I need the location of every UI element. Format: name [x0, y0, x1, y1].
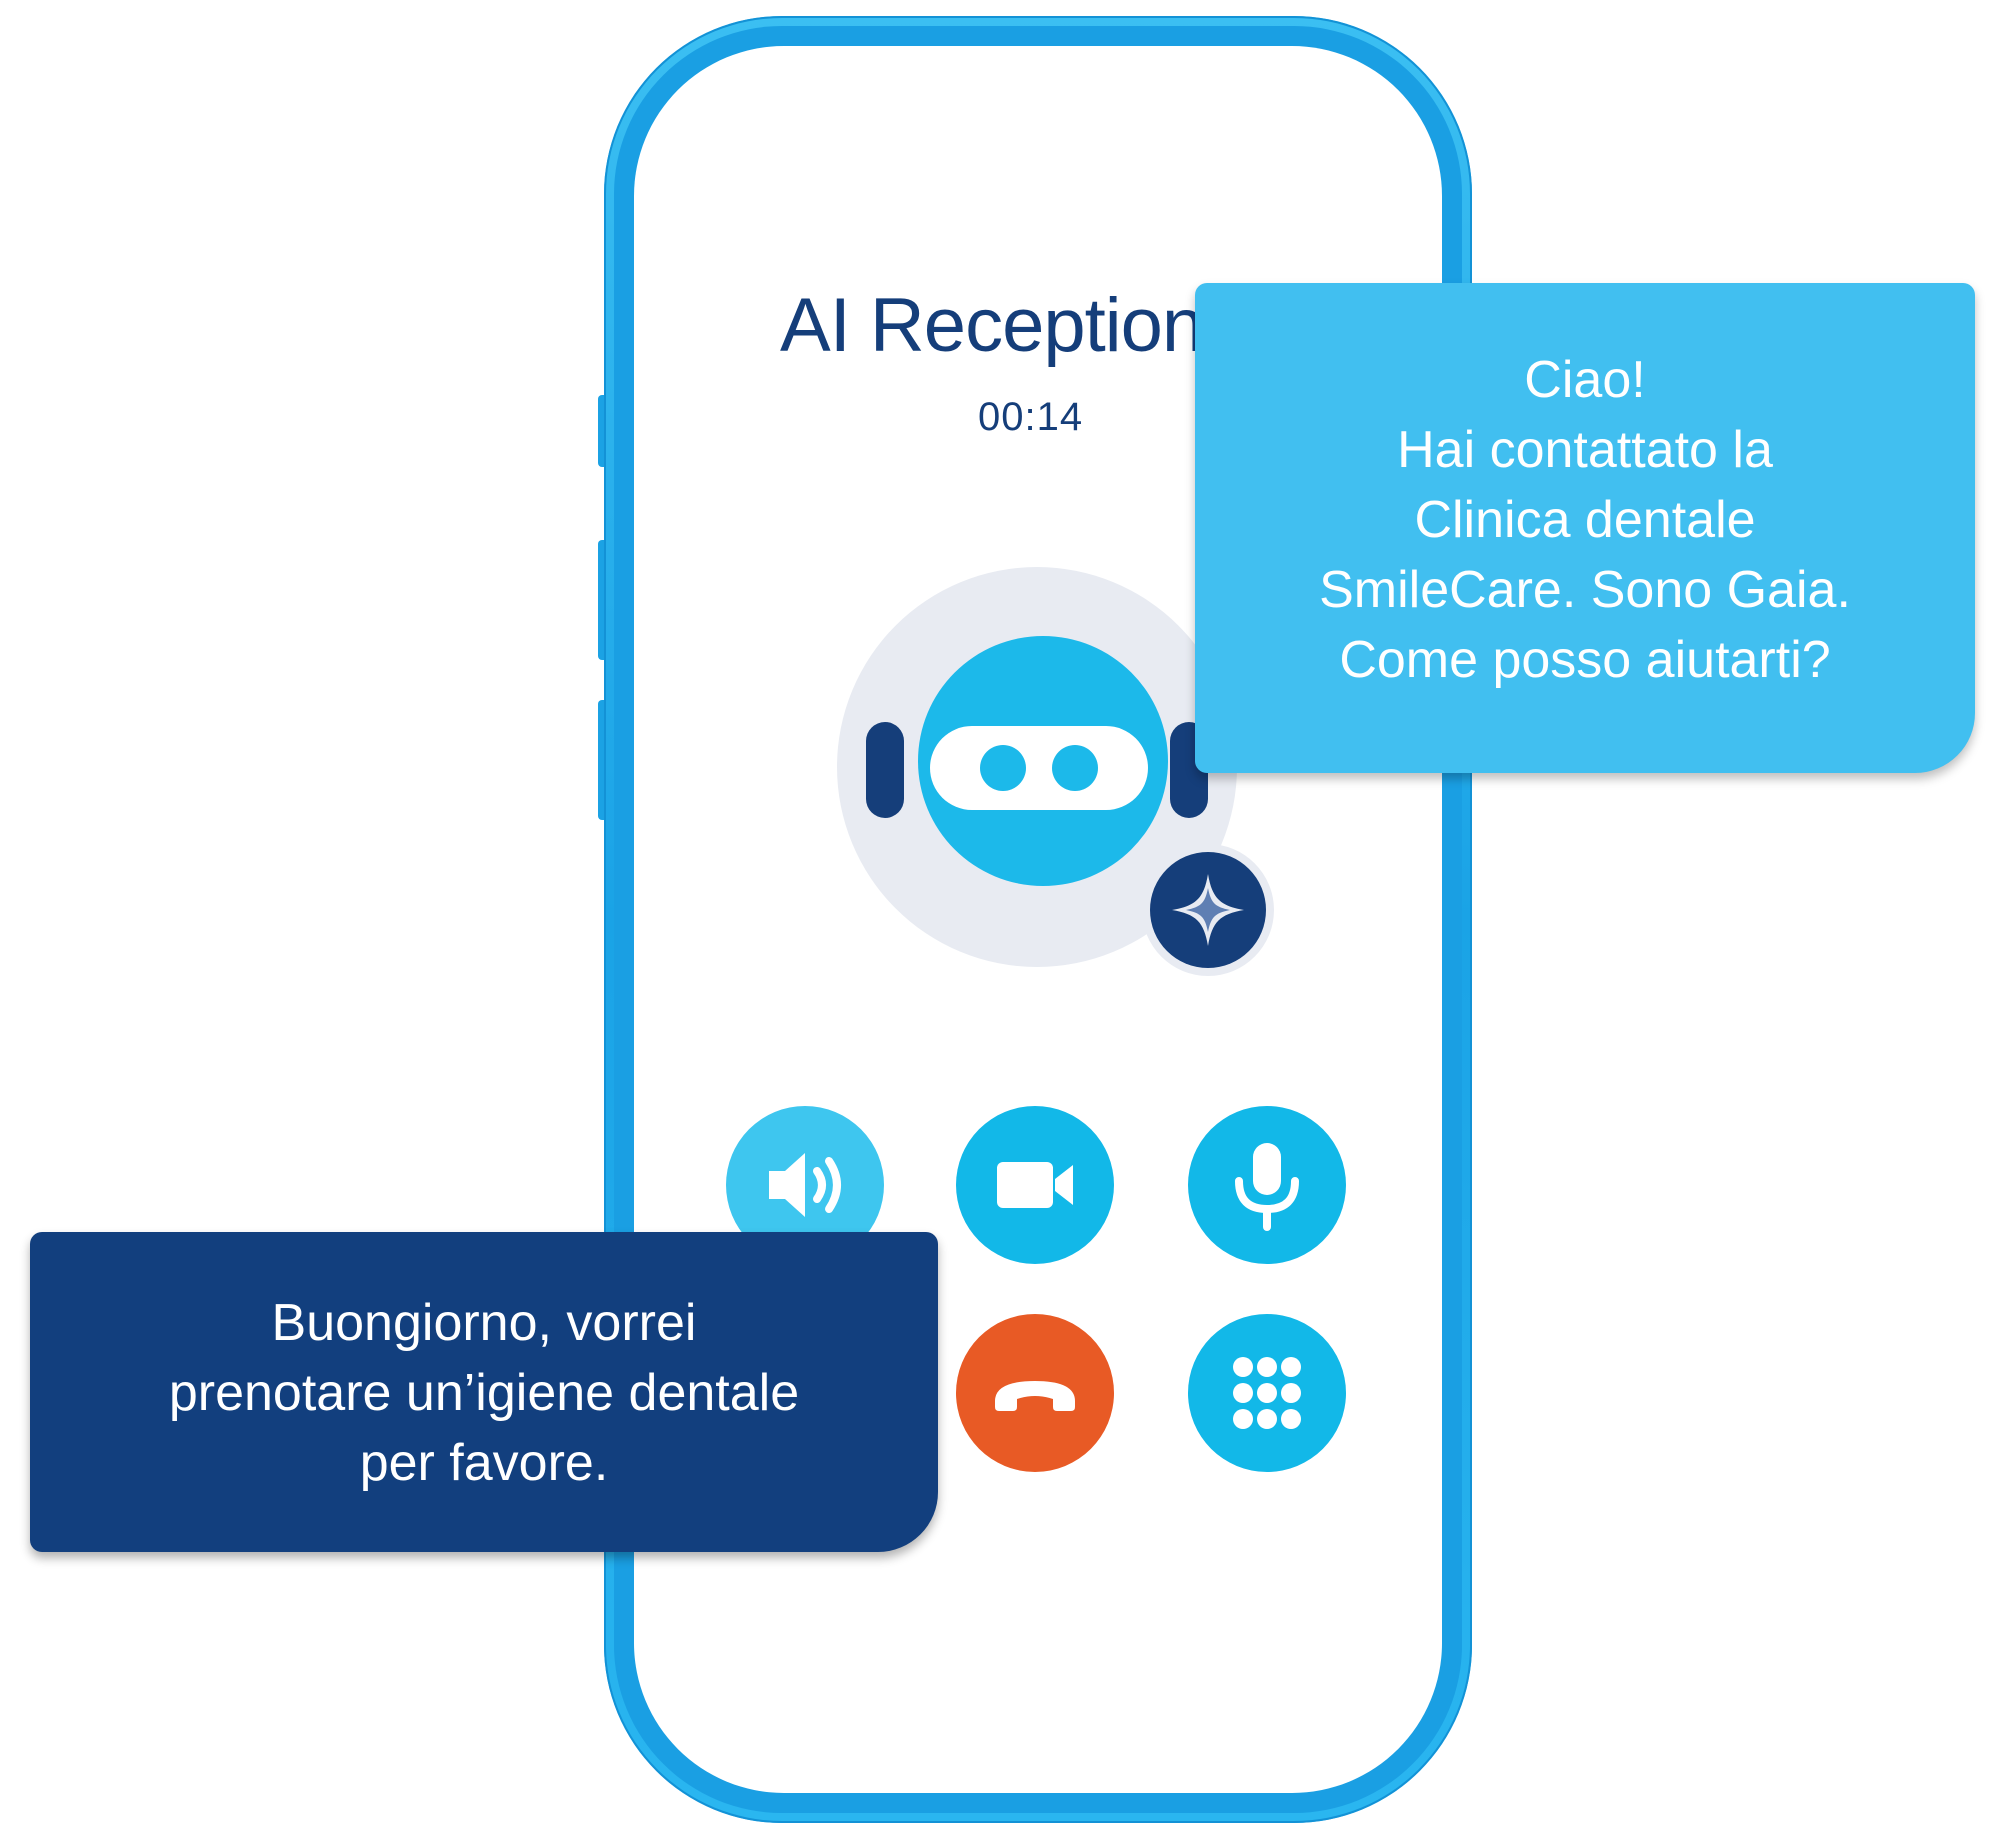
- keypad-button[interactable]: [1188, 1314, 1346, 1472]
- ai-message-bubble: Ciao! Hai contattato la Clinica dentale …: [1195, 283, 1975, 773]
- end-call-button[interactable]: [956, 1314, 1114, 1472]
- ai-message-line: Come posso aiutarti?: [1339, 631, 1831, 689]
- keypad-icon: [1233, 1357, 1301, 1429]
- user-message-line: prenotare un’igiene dentale: [168, 1364, 800, 1422]
- user-message-line: Buongiorno, vorrei: [271, 1294, 697, 1352]
- sparkle-icon: [1172, 874, 1244, 946]
- phone-volume-up-button: [598, 540, 608, 660]
- ai-message-line: Hai contattato la: [1397, 421, 1773, 479]
- ai-message-line: Clinica dentale: [1414, 491, 1756, 549]
- robot-eye-icon: [1052, 745, 1098, 791]
- mute-button[interactable]: [1188, 1106, 1346, 1264]
- ai-message-line: Ciao!: [1524, 351, 1646, 409]
- video-button[interactable]: [956, 1106, 1114, 1264]
- user-message-line: per favore.: [359, 1434, 609, 1492]
- robot-left-ear-icon: [866, 722, 904, 818]
- caller-name: AI Receptionist: [780, 283, 1277, 368]
- user-message-bubble: Buongiorno, vorrei prenotare un’igiene d…: [30, 1232, 938, 1552]
- ai-message-line: SmileCare. Sono Gaia.: [1319, 561, 1851, 619]
- ai-sparkle-badge: [1150, 852, 1266, 968]
- user-message-text: Buongiorno, vorrei prenotare un’igiene d…: [30, 1288, 938, 1498]
- robot-eye-icon: [980, 745, 1026, 791]
- phone-side-button: [598, 395, 608, 467]
- phone-volume-down-button: [598, 700, 608, 820]
- video-camera-icon: [997, 1162, 1073, 1208]
- robot-visor-icon: [930, 726, 1148, 810]
- call-timer: 00:14: [978, 395, 1084, 439]
- phone-hangup-icon: [995, 1381, 1075, 1411]
- microphone-icon: [1235, 1143, 1299, 1231]
- ai-message-text: Ciao! Hai contattato la Clinica dentale …: [1195, 345, 1975, 695]
- speaker-icon: [769, 1153, 841, 1217]
